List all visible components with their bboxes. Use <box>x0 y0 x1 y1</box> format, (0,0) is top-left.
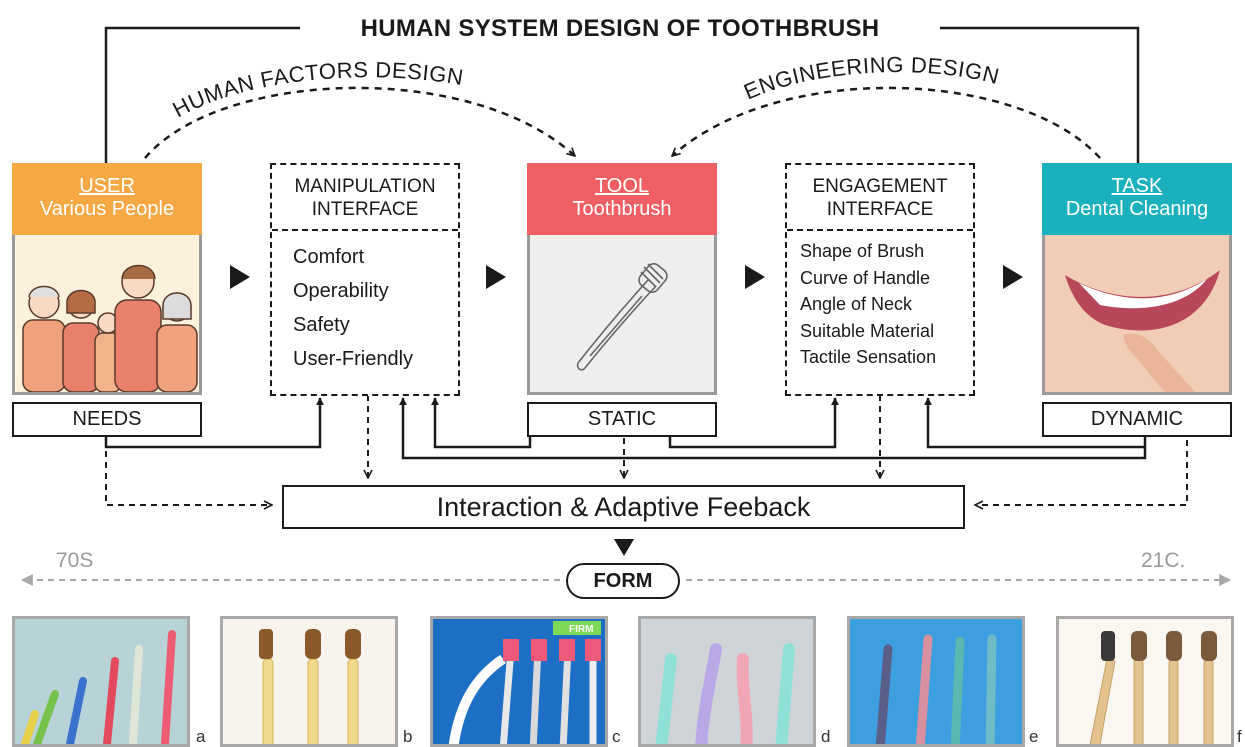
photo-d <box>638 616 816 747</box>
engagement-heading-line-1: ENGAGEMENT <box>812 176 948 197</box>
user-illustration <box>12 235 202 395</box>
photo-e <box>847 616 1025 747</box>
form-label: FORM <box>566 563 680 599</box>
era-start-label: 70S <box>56 549 94 572</box>
task-header: TASK Dental Cleaning <box>1042 163 1232 235</box>
engagement-item: Tactile Sensation <box>800 347 937 367</box>
needs-dashed-arrow <box>105 440 272 505</box>
static-label: STATIC <box>527 402 717 437</box>
static-to-manipulation-line <box>431 397 532 449</box>
flow-triangle-down <box>614 539 634 556</box>
flow-triangle-4 <box>1003 265 1023 289</box>
people-illustration <box>22 264 198 392</box>
photo-letter-a: a <box>196 727 206 746</box>
user-subheading: Various People <box>39 198 175 220</box>
needs-label: NEEDS <box>12 402 202 437</box>
manipulation-item: Comfort <box>293 246 365 268</box>
user-heading: USER <box>79 175 135 197</box>
static-to-engagement-line <box>668 397 839 449</box>
engineering-label: ENGINEERING DESIGN <box>740 52 1002 104</box>
manipulation-heading-line-2: INTERFACE <box>311 199 419 220</box>
engagement-heading: ENGAGEMENT INTERFACE <box>787 165 973 221</box>
diagram-title: HUMAN SYSTEM DESIGN OF TOOTHBRUSH <box>300 12 940 46</box>
user-header: USER Various People <box>12 163 202 235</box>
engineering-arc <box>672 86 1101 159</box>
smile-photo <box>1045 235 1229 392</box>
engagement-item: Suitable Material <box>800 320 935 341</box>
manipulation-item: Safety <box>293 314 350 336</box>
human-factors-arc <box>144 86 575 159</box>
tool-header: TOOL Toothbrush <box>527 163 717 235</box>
engagement-divider <box>787 229 973 231</box>
photo-letter-b: b <box>403 727 413 746</box>
manipulation-divider <box>272 229 458 231</box>
era-end-label: 21C. <box>1141 549 1186 572</box>
engagement-heading-line-2: INTERFACE <box>826 199 934 220</box>
brushes-70s-image <box>21 630 176 744</box>
curved-text: CURVED <box>472 700 496 747</box>
manipulation-item: User-Friendly <box>293 348 414 370</box>
dynamic-dashed-arrow <box>975 440 1188 505</box>
engagement-interface-box: ENGAGEMENT INTERFACE Shape of Brush Curv… <box>785 163 975 396</box>
flow-triangle-2 <box>486 265 506 289</box>
brushes-modern-image <box>875 634 997 744</box>
flow-triangle-3 <box>745 265 765 289</box>
title-bracket-line <box>104 26 1140 163</box>
firm-text: FIRM <box>569 624 593 635</box>
tool-heading: TOOL <box>594 175 650 197</box>
tool-subheading: Toothbrush <box>572 198 672 220</box>
photo-c: CURVED FIRM <box>430 616 608 747</box>
photo-f <box>1056 616 1234 747</box>
engagement-item: Angle of Neck <box>800 294 913 314</box>
manipulation-item: Operability <box>293 280 389 302</box>
manipulation-interface-box: MANIPULATION INTERFACE Comfort Operabili… <box>270 163 460 396</box>
dynamic-to-engagement-line <box>924 397 1145 449</box>
brushes-bamboo-yellow-image <box>259 629 361 744</box>
toothbrush-sketch-icon <box>576 263 668 371</box>
photo-a <box>12 616 190 747</box>
dynamic-to-manipulation-line <box>399 397 1147 460</box>
engagement-item: Curve of Handle <box>800 267 931 288</box>
task-illustration <box>1042 235 1232 395</box>
manipulation-heading: MANIPULATION INTERFACE <box>272 165 458 221</box>
task-heading: TASK <box>1111 175 1163 197</box>
engagement-list: Shape of Brush Curve of Handle Angle of … <box>787 231 973 371</box>
brushes-pastel-image <box>655 643 795 744</box>
photo-letter-d: d <box>821 727 831 746</box>
photo-letter-e: e <box>1029 727 1039 746</box>
brushes-wooden-image <box>1089 631 1217 744</box>
manipulation-heading-line-1: MANIPULATION <box>294 176 436 197</box>
flow-triangle-1 <box>230 265 250 289</box>
tool-illustration <box>527 235 717 395</box>
dynamic-label: DYNAMIC <box>1042 402 1232 437</box>
brushes-pack-image: CURVED FIRM <box>448 621 601 747</box>
photo-b <box>220 616 398 747</box>
manipulation-list: Comfort Operability Safety User-Friendly <box>272 231 458 376</box>
engagement-item: Shape of Brush <box>800 241 925 261</box>
task-subheading: Dental Cleaning <box>1065 198 1209 220</box>
photo-letter-f: f <box>1237 727 1242 746</box>
photo-letter-c: c <box>612 727 621 746</box>
interaction-feedback-box: Interaction & Adaptive Feeback <box>282 485 965 529</box>
